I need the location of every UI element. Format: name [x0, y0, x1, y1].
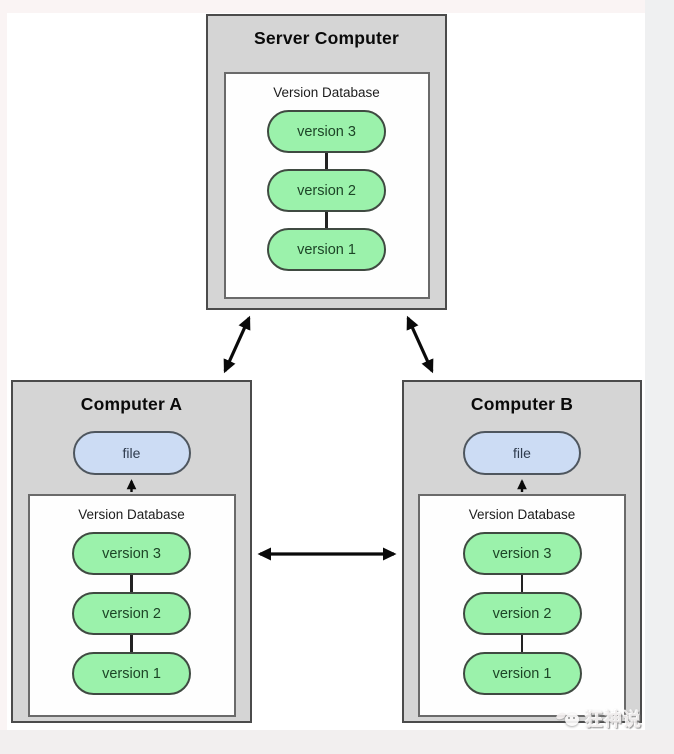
version-connector-line — [325, 153, 328, 169]
server-version-3-node: version 3 — [267, 110, 386, 153]
server-version-database-label: Version Database — [273, 85, 380, 100]
computer-b-version-2-node: version 2 — [462, 592, 582, 635]
computer-b-file-node: file — [463, 431, 581, 475]
computer-b-version-3-node: version 3 — [462, 532, 582, 575]
mascot-face — [565, 713, 579, 726]
page-margin-bottom — [0, 730, 674, 754]
computer-a-title: Computer A — [80, 394, 183, 414]
mascot-icon — [556, 710, 580, 728]
version-connector-line — [520, 635, 524, 652]
computer-a-version-3-node: version 3 — [72, 532, 191, 575]
computer-b-title: Computer B — [470, 394, 574, 414]
computer-a-file-node: file — [72, 431, 191, 475]
server-version-1-node: version 1 — [267, 228, 386, 271]
server-version-2-node: version 2 — [267, 169, 386, 212]
computer-b-box: Computer B file Version Database version… — [402, 380, 642, 723]
computer-b-version-database-label: Version Database — [468, 507, 576, 522]
watermark-text: 狂神说 — [585, 710, 642, 730]
watermark: 狂神说 — [556, 706, 642, 732]
computer-a-version-database-box: Version Database version 3 version 2 ver… — [27, 494, 236, 717]
version-connector-line — [325, 212, 328, 228]
page-margin-top — [0, 0, 674, 13]
page-margin-left — [0, 0, 7, 754]
computer-b-version-1-node: version 1 — [462, 652, 582, 695]
server-version-database-box: Version Database version 3 version 2 ver… — [223, 72, 430, 299]
page-margin-right — [645, 0, 674, 754]
computer-a-version-2-node: version 2 — [72, 592, 191, 635]
computer-a-version-database-label: Version Database — [78, 507, 185, 522]
server-computer-box: Server Computer Version Database version… — [206, 14, 447, 310]
version-connector-line — [520, 575, 524, 592]
computer-a-version-1-node: version 1 — [72, 652, 191, 695]
computer-b-version-database-box: Version Database version 3 version 2 ver… — [418, 494, 626, 717]
computer-a-box: Computer A file Version Database version… — [11, 380, 252, 723]
version-connector-line — [130, 575, 133, 592]
server-computer-title: Server Computer — [254, 28, 399, 48]
version-connector-line — [130, 635, 133, 652]
